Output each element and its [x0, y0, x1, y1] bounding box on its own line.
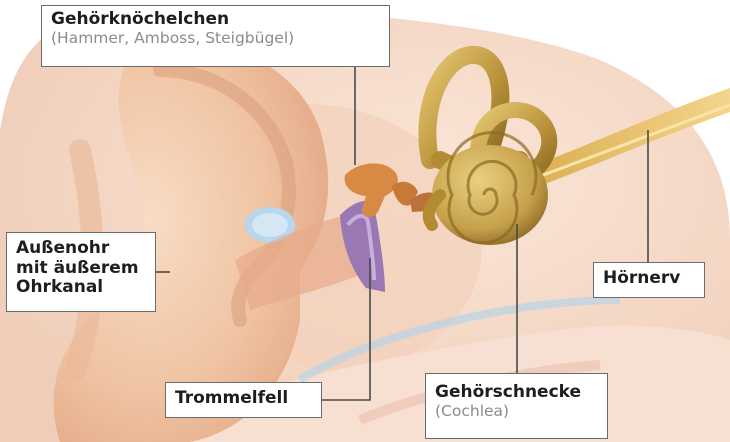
- label-auditory-nerve-title: Hörnerv: [603, 269, 695, 289]
- label-cochlea-subtitle: (Cochlea): [435, 403, 598, 421]
- label-cochlea-title: Gehörschnecke: [435, 383, 598, 403]
- label-ossicles: Gehörknöchelchen (Hammer, Amboss, Steigb…: [41, 5, 390, 67]
- label-ossicles-title: Gehörknöchelchen: [51, 10, 380, 30]
- label-outer-ear-title: Außenohr mit äußerem Ohrkanal: [16, 239, 146, 298]
- label-ossicles-subtitle: (Hammer, Amboss, Steigbügel): [51, 30, 380, 48]
- label-cochlea: Gehörschnecke (Cochlea): [425, 373, 608, 439]
- label-eardrum-title: Trommelfell: [175, 389, 312, 409]
- label-eardrum: Trommelfell: [165, 382, 322, 418]
- label-outer-ear: Außenohr mit äußerem Ohrkanal: [6, 232, 156, 312]
- label-auditory-nerve: Hörnerv: [593, 262, 705, 298]
